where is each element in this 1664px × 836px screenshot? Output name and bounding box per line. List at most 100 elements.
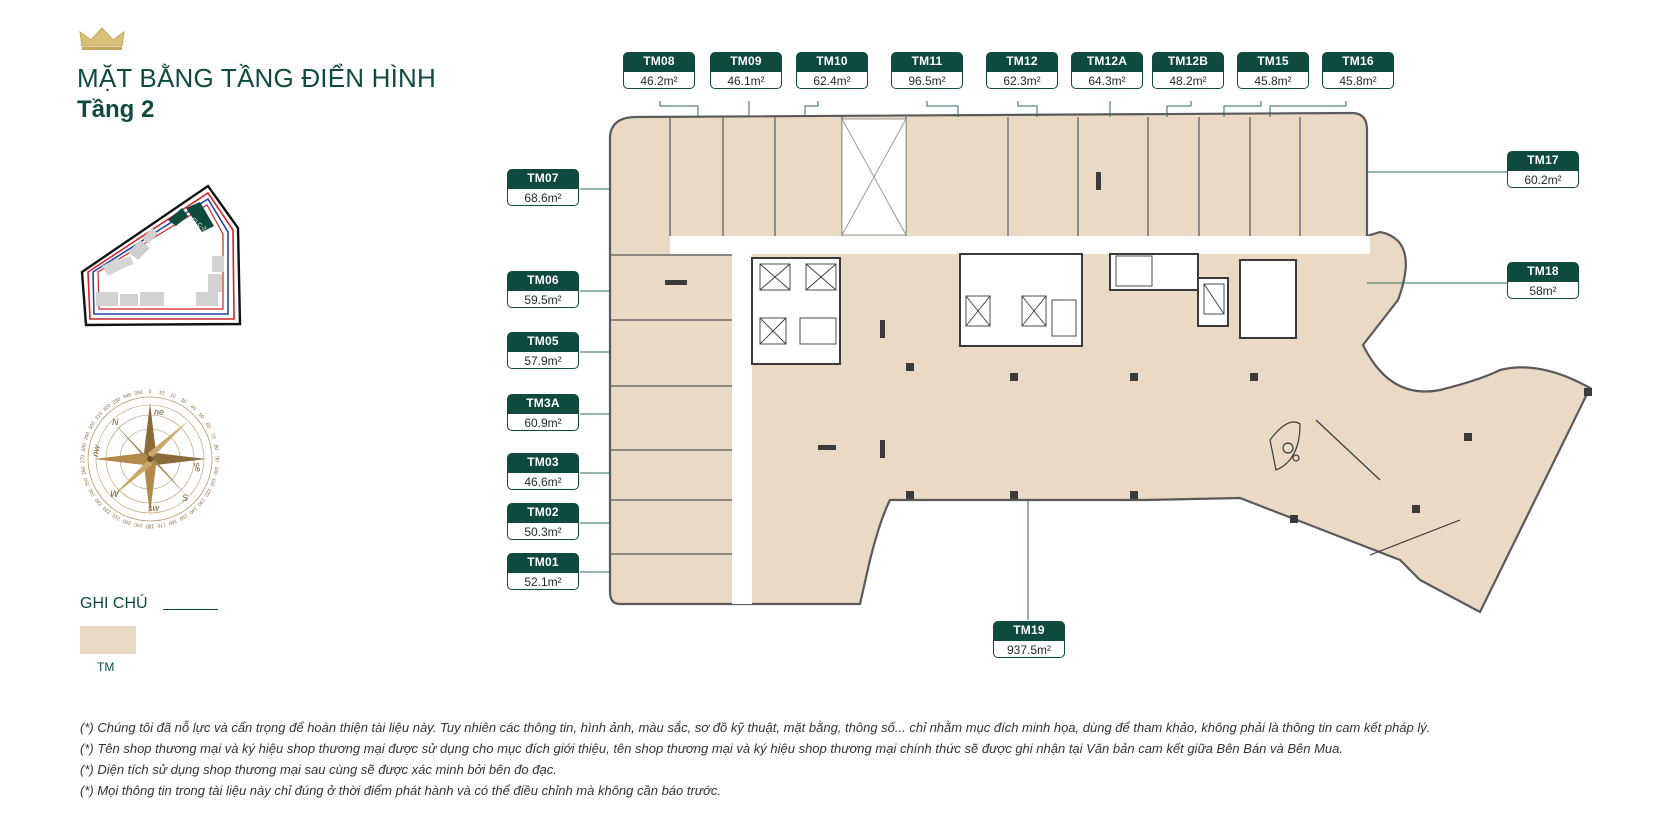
note-line: (*) Mọi thông tin trong tài liệu này chỉ… (80, 783, 722, 798)
unit-tag-tm18[interactable]: TM18 58m² (1507, 262, 1579, 299)
unit-area: 45.8m² (1237, 71, 1309, 89)
unit-tag-tm07[interactable]: TM07 68.6m² (507, 169, 579, 206)
compass-label-nw: nw (90, 444, 102, 458)
unit-tag-tm10[interactable]: TM10 62.4m² (796, 52, 868, 89)
compass-label-n: N (112, 417, 119, 427)
unit-tag-tm02[interactable]: TM02 50.3m² (507, 503, 579, 540)
unit-tag-tm17[interactable]: TM17 60.2m² (1507, 151, 1579, 188)
unit-code: TM19 (993, 621, 1065, 640)
unit-tag-tm3a[interactable]: TM3A 60.9m² (507, 394, 579, 431)
unit-code: TM09 (710, 52, 782, 71)
unit-area: 50.3m² (507, 522, 579, 540)
disclaimer-notes: (*) Chúng tôi đã nỗ lực và cẩn trọng để … (80, 720, 1640, 804)
unit-tag-tm16[interactable]: TM16 45.8m² (1322, 52, 1394, 89)
compass-degree-label: 160 (168, 517, 178, 526)
void-atrium (841, 118, 907, 236)
unit-area: 46.6m² (507, 472, 579, 490)
toilet-area (1269, 419, 1461, 556)
unit-code: TM11 (891, 52, 963, 71)
compass-degree-label: 200 (122, 517, 132, 526)
compass-degree-label: 0 (149, 389, 152, 395)
unit-area: 62.4m² (796, 71, 868, 89)
compass-degree-label: 290 (83, 431, 92, 441)
unit-code: TM08 (623, 52, 695, 71)
compass-degree-label: 210 (111, 512, 121, 521)
legend-heading: GHI CHÚ (80, 595, 148, 612)
unit-area: 48.2m² (1152, 71, 1224, 89)
compass-degree-label: 180 (146, 523, 155, 529)
compass-degree-label: 30 (179, 397, 187, 405)
unit-area: 52.1m² (507, 572, 579, 590)
unit-code: TM18 (1507, 262, 1579, 281)
compass-degree-label: 230 (94, 497, 104, 507)
compass-degree-label: 140 (188, 505, 198, 515)
unit-area: 62.3m² (986, 71, 1058, 89)
unit-tag-tm08[interactable]: TM08 46.2m² (623, 52, 695, 89)
note-line: (*) Tên shop thương mại và ký hiệu shop … (80, 741, 1343, 756)
compass-label-s: S (182, 493, 188, 503)
legend-swatch-tm (80, 626, 136, 654)
unit-area: 60.2m² (1507, 170, 1579, 188)
unit-code: TM17 (1507, 151, 1579, 170)
unit-tag-tm03[interactable]: TM03 46.6m² (507, 453, 579, 490)
floor-plan (580, 101, 1592, 620)
site-key-map: CLC-2 (80, 184, 242, 327)
unit-tag-tm19[interactable]: TM19 937.5m² (993, 621, 1065, 658)
unit-code: TM01 (507, 553, 579, 572)
compass-degree-label: 150 (178, 512, 188, 521)
unit-area: 59.5m² (507, 290, 579, 308)
unit-area: 64.3m² (1071, 71, 1143, 89)
compass-degree-label: 250 (83, 477, 92, 487)
compass-degree-label: 350 (134, 390, 143, 397)
unit-area: 58m² (1507, 281, 1579, 299)
compass-degree-label: 130 (196, 497, 206, 507)
unit-code: TM10 (796, 52, 868, 71)
compass-degree-label: 330 (112, 396, 122, 405)
unit-tag-tm05[interactable]: TM05 57.9m² (507, 332, 579, 369)
unit-tag-tm12a[interactable]: TM12A 64.3m² (1071, 52, 1143, 89)
crown-icon (79, 27, 125, 50)
unit-code: TM3A (507, 394, 579, 413)
unit-code: TM05 (507, 332, 579, 351)
corridor (670, 236, 1370, 604)
unit-tag-tm06[interactable]: TM06 59.5m² (507, 271, 579, 308)
unit-area: 96.5m² (891, 71, 963, 89)
unit-tag-tm11[interactable]: TM11 96.5m² (891, 52, 963, 89)
compass-label-ne: ne (154, 407, 164, 417)
compass-degree-label: 280 (81, 443, 88, 452)
compass-label-w: W (110, 489, 120, 499)
unit-area: 937.5m² (993, 640, 1065, 658)
note-line: (*) Diện tích sử dụng shop thương mại sa… (80, 762, 557, 777)
compass-degree-label: 260 (81, 466, 88, 475)
unit-tag-tm15[interactable]: TM15 45.8m² (1237, 52, 1309, 89)
unit-code: TM12 (986, 52, 1058, 71)
unit-code: TM15 (1237, 52, 1309, 71)
compass-degree-label: 50 (197, 412, 205, 420)
compass-degree-label: 340 (122, 392, 132, 401)
compass-degree-label: 270 (80, 455, 86, 464)
compass-degree-label: 80 (212, 444, 219, 451)
compass-degree-label: 60 (204, 422, 212, 430)
compass-degree-label: 120 (203, 487, 212, 497)
compass-degree-label: 20 (169, 393, 176, 401)
unit-tag-tm09[interactable]: TM09 46.1m² (710, 52, 782, 89)
unit-code: TM12A (1071, 52, 1143, 71)
compass-degree-label: 220 (102, 505, 112, 515)
unit-code: TM16 (1322, 52, 1394, 71)
unit-area: 45.8m² (1322, 71, 1394, 89)
compass-degree-label: 40 (189, 404, 197, 412)
unit-area: 46.2m² (623, 71, 695, 89)
compass-degree-label: 90 (214, 456, 220, 462)
compass-degree-label: 190 (134, 521, 143, 528)
note-line: (*) Chúng tôi đã nỗ lực và cẩn trọng để … (80, 720, 1431, 735)
compass-degree-label: 310 (94, 411, 104, 421)
unit-area: 57.9m² (507, 351, 579, 369)
unit-tag-tm12b[interactable]: TM12B 48.2m² (1152, 52, 1224, 89)
unit-tag-tm01[interactable]: TM01 52.1m² (507, 553, 579, 590)
compass-degree-label: 100 (212, 466, 219, 475)
unit-code: TM07 (507, 169, 579, 188)
unit-tag-tm12[interactable]: TM12 62.3m² (986, 52, 1058, 89)
compass-degree-label: 170 (157, 521, 166, 528)
legend-underline (163, 609, 218, 610)
